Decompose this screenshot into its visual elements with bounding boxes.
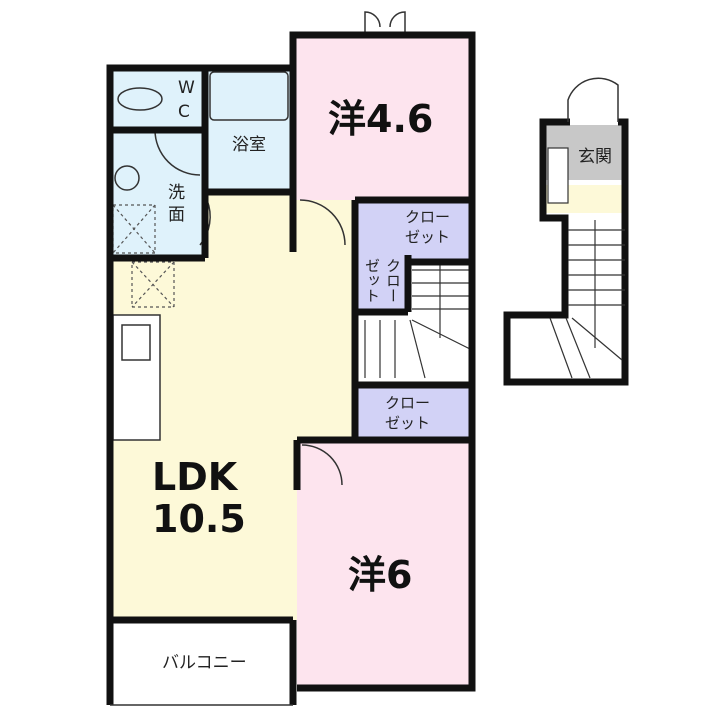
balcony-label: バルコニー <box>162 653 247 673</box>
bathtub <box>209 71 289 121</box>
washroom-label-2: 面 <box>168 205 185 225</box>
closet-top-area <box>355 200 472 260</box>
closet-small-label-col2: ゼット <box>363 258 381 303</box>
stairs <box>364 265 473 379</box>
entrance-module <box>503 77 629 386</box>
washing-machine-cross <box>112 204 156 254</box>
wc-area <box>110 68 205 130</box>
closet-small-label: クロー ゼット <box>363 258 402 303</box>
closet-top-label-2: ゼット <box>405 228 450 246</box>
closet-bottom-area <box>355 388 472 438</box>
western-room-2-area <box>297 440 472 688</box>
western-room-1-area <box>293 35 472 200</box>
washroom-area <box>110 130 205 255</box>
fridge-cross <box>131 261 175 308</box>
door-swings <box>154 11 406 486</box>
balcony-area <box>110 622 293 704</box>
closet-bottom-label-2: ゼット <box>385 414 430 432</box>
toilet-icon <box>117 87 163 111</box>
closet-small-label-col1: クロー <box>384 258 402 303</box>
walls <box>106 31 476 706</box>
wc-label-w: W <box>178 78 195 98</box>
wc-label-c: C <box>178 102 190 122</box>
washbasin-icon <box>114 165 140 191</box>
washroom-label-1: 洗 <box>168 183 185 203</box>
entrance-label: 玄関 <box>578 147 612 167</box>
fridge-space <box>131 261 175 308</box>
western-room-2-label: 洋6 <box>348 553 412 597</box>
western-room-1-label: 洋4.6 <box>328 97 433 141</box>
ldk-size-label: 10.5 <box>152 497 246 541</box>
sink <box>121 324 151 361</box>
closet-bottom-label-1: クロー <box>385 394 430 412</box>
bath-area <box>205 68 293 190</box>
ldk-label: LDK <box>152 455 239 499</box>
bath-label: 浴室 <box>232 135 266 155</box>
closet-small-area <box>355 255 408 312</box>
closet-top-label-1: クロー <box>405 208 450 226</box>
